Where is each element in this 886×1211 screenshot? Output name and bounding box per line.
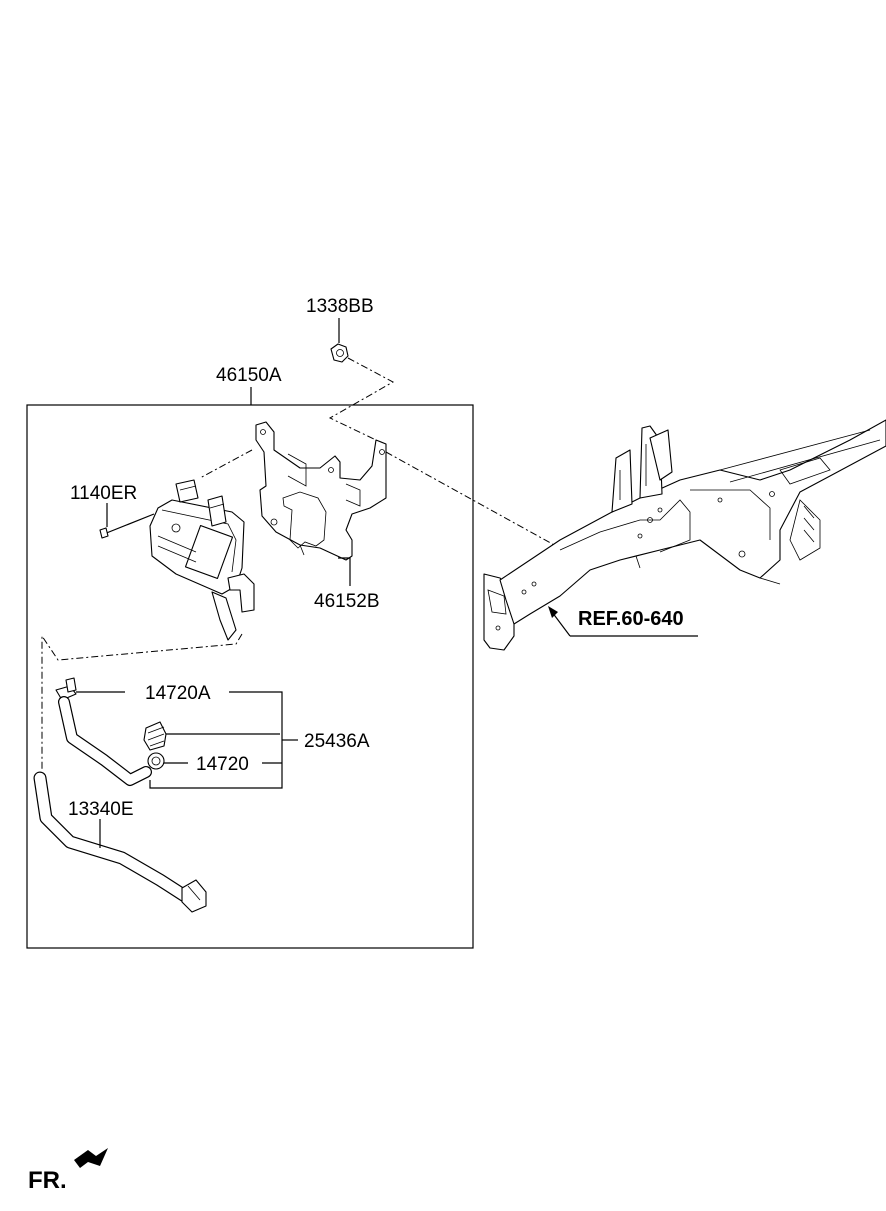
nut-dash-line [328,357,395,441]
label-46150A: 46150A [216,365,282,386]
label-front: FR. [28,1167,67,1194]
hose-fitting-part [181,879,207,913]
bracket-part [255,421,387,561]
label-14720A: 14720A [145,683,211,704]
label-ref-60-640: REF.60-640 [578,608,684,630]
label-1338BB: 1338BB [306,296,374,317]
clamp-part [147,752,165,770]
nut-part [330,343,349,363]
module-part [149,479,255,641]
chassis-frame [483,419,886,651]
kit-group-bracket [149,691,283,789]
bolt-part [99,513,155,539]
label-14720: 14720 [196,754,249,775]
label-25436A: 25436A [304,731,370,752]
fitting-part [143,721,167,751]
label-46152B: 46152B [314,591,380,612]
label-1140ER: 1140ER [70,483,137,504]
front-arrow-icon [74,1148,108,1168]
label-13340E: 13340E [68,799,134,820]
assembly-box [26,404,474,949]
clamp-a-part [55,677,77,701]
frame-dash-line [385,451,557,547]
ref-arrow [548,606,698,637]
module-dash-line [41,633,243,770]
bracket-leader [338,557,351,586]
bracket-dash-line [199,449,253,479]
